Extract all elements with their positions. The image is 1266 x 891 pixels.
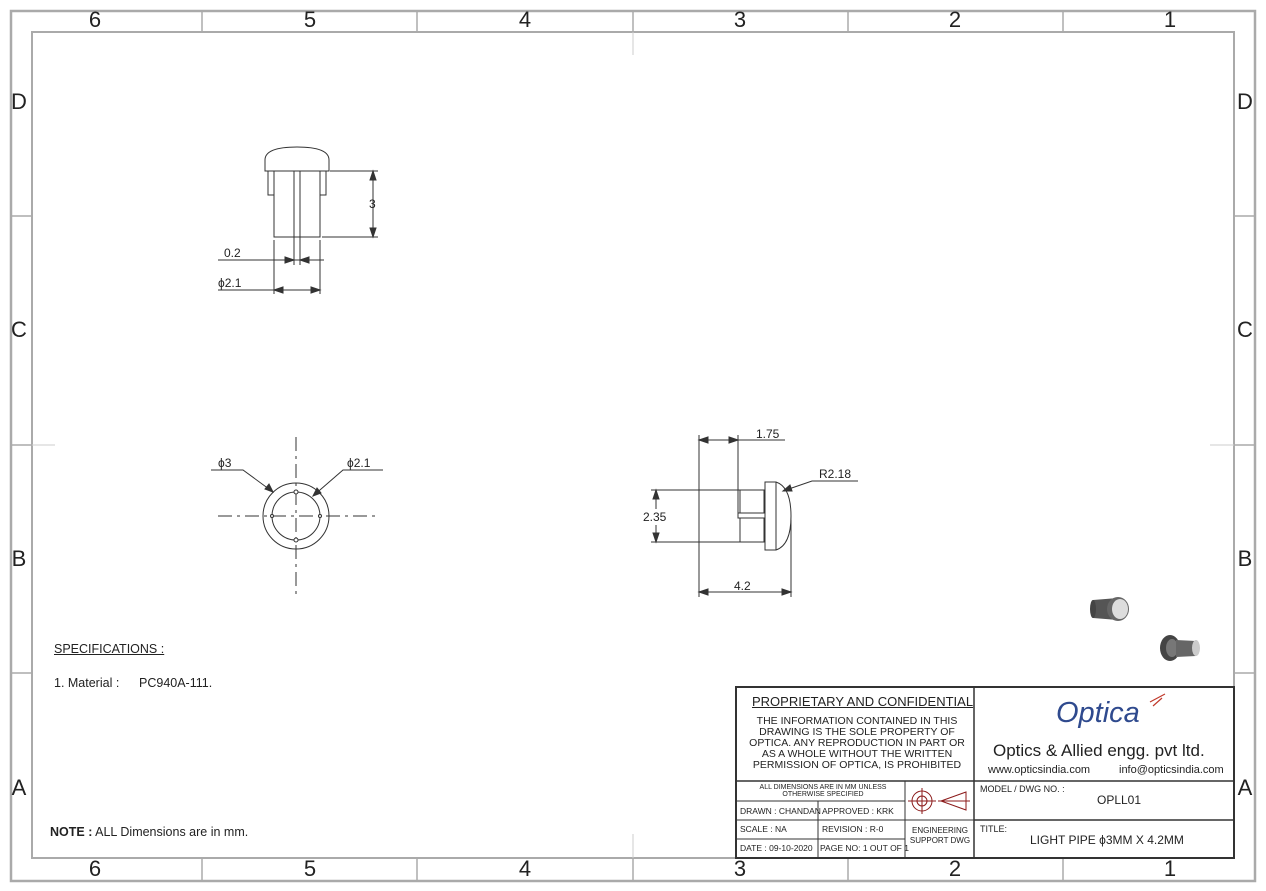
zone-col-3-bottom: 3 (734, 856, 746, 881)
dim-total-length: 4.2 (734, 579, 751, 593)
side-view (651, 435, 858, 597)
dim-height-3: 3 (369, 197, 376, 211)
company-email: info@opticsindia.com (1119, 764, 1224, 776)
zone-col-5: 5 (304, 7, 316, 32)
zone-row-b: B (12, 546, 27, 571)
logo-swoosh-icon (1149, 693, 1166, 707)
specifications-heading: SPECIFICATIONS : (54, 642, 165, 656)
dim-radius: R2.18 (819, 467, 851, 481)
model-value: OPLL01 (1097, 793, 1142, 807)
spec-material-value: PC940A-111. (139, 676, 213, 690)
note-label: NOTE : (50, 825, 93, 839)
zone-col-4: 4 (519, 7, 531, 32)
engineering-support: ENGINEERING SUPPORT DWG (909, 826, 971, 845)
proprietary-heading: PROPRIETARY AND CONFIDENTIAL (752, 694, 974, 709)
zone-row-a: A (12, 775, 27, 800)
dim-pin-dia-top: ϕ2.1 (347, 456, 371, 470)
proprietary-text: THE INFORMATION CONTAINED IN THIS DRAWIN… (749, 715, 965, 771)
front-view (218, 146, 378, 294)
zone-col-1-bottom: 1 (1164, 856, 1176, 881)
company-name: Optics & Allied engg. pvt ltd. (993, 741, 1205, 760)
zone-col-3: 3 (734, 7, 746, 32)
zone-col-2: 2 (949, 7, 961, 32)
zone-row-c-right: C (1237, 317, 1253, 342)
drawn-by: DRAWN : CHANDAN (740, 806, 821, 816)
revision: REVISION : R-0 (822, 824, 884, 834)
top-view (211, 437, 383, 595)
isometric-view-1 (1090, 597, 1129, 621)
page-number: PAGE NO: 1 OUT OF 1 (820, 843, 909, 853)
zone-row-b-right: B (1238, 546, 1253, 571)
zone-col-6-bottom: 6 (89, 856, 101, 881)
title-value: LIGHT PIPE ϕ3MM X 4.2MM (1030, 833, 1184, 847)
note-text: ALL Dimensions are in mm. (92, 825, 249, 839)
zone-col-6: 6 (89, 7, 101, 32)
spec-material-label: 1. Material : (54, 676, 120, 690)
approved-by: APPROVED : KRK (822, 806, 894, 816)
title-label: TITLE: (980, 824, 1008, 834)
dim-body-dia: 2.35 (643, 510, 667, 524)
company-logo: Optica (1056, 697, 1140, 729)
isometric-view-2 (1160, 635, 1200, 661)
dim-outer-dia-top: ϕ3 (218, 456, 232, 470)
all-dimensions-note: ALL DIMENSIONS ARE IN MM UNLESS OTHERWIS… (759, 784, 887, 798)
zone-row-c: C (11, 317, 27, 342)
zone-col-5-bottom: 5 (304, 856, 316, 881)
dim-pin-dia-front: ϕ2.1 (218, 276, 242, 290)
zone-row-d-right: D (1237, 89, 1253, 114)
dim-head-length: 1.75 (756, 427, 780, 441)
title-block (735, 686, 1235, 859)
zone-row-d: D (11, 89, 27, 114)
note: NOTE : ALL Dimensions are in mm. (50, 825, 248, 839)
date: DATE : 09-10-2020 (740, 843, 813, 853)
zone-col-2-bottom: 2 (949, 856, 961, 881)
dim-slot-0-2: 0.2 (224, 246, 241, 260)
projection-symbol-icon (908, 788, 970, 814)
zone-row-a-right: A (1238, 775, 1253, 800)
zone-col-4-bottom: 4 (519, 856, 531, 881)
scale: SCALE : NA (740, 824, 787, 834)
zone-col-1: 1 (1164, 7, 1176, 32)
company-website: www.opticsindia.com (988, 764, 1091, 776)
model-label: MODEL / DWG NO. : (980, 784, 1065, 794)
